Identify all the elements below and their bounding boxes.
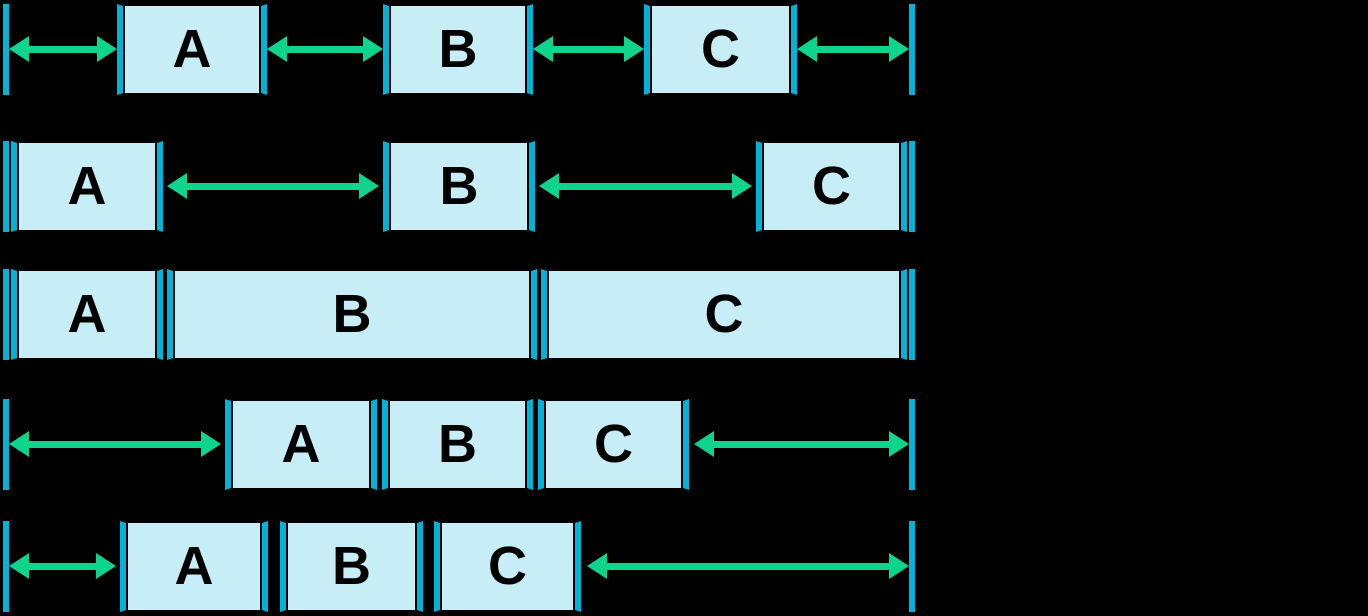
gap-arrow [797,36,909,62]
container-edge-right [909,269,915,360]
arrow-shaft [714,440,889,448]
box-label: B [332,535,371,596]
container-edge-left [3,141,9,232]
container-edge-left [3,269,9,360]
box-b: B [382,399,533,490]
box-label: A [281,413,321,474]
box-b: B [383,141,535,232]
gap-arrow [9,553,116,579]
box-label: B [438,18,478,79]
arrow-left-head-icon [167,173,187,199]
row-space-between: A B C [0,141,920,232]
arrow-shaft [29,45,97,53]
box-b: B [280,521,423,612]
box-c: C [756,141,907,232]
box-c: C [538,399,689,490]
box-label: B [439,155,479,216]
box-label: C [488,535,527,596]
arrow-left-head-icon [797,36,817,62]
arrow-left-head-icon [267,36,287,62]
box-a: A [11,141,163,232]
gap-arrow [694,431,909,457]
arrow-shaft [287,45,363,53]
gap-arrow [539,173,752,199]
gap-arrow [587,553,909,579]
box-a: A [117,4,267,95]
arrow-left-head-icon [9,36,29,62]
box-a: A [120,521,268,612]
container-edge-right [909,141,915,232]
row-stretch-fill: A B C [0,269,920,360]
box-label: A [67,283,107,344]
box-label: B [438,413,477,474]
arrow-right-head-icon [889,431,909,457]
arrow-right-head-icon [359,173,379,199]
row-centered-group: A B C [0,399,920,490]
container-edge-right [909,521,915,612]
box-b: B [167,269,537,360]
arrow-left-head-icon [587,553,607,579]
arrow-shaft [553,45,624,53]
arrow-right-head-icon [889,36,909,62]
box-label: B [332,283,372,344]
box-b: B [383,4,533,95]
arrow-left-head-icon [533,36,553,62]
box-label: A [174,535,214,596]
arrow-shaft [29,440,201,448]
arrow-left-head-icon [9,431,29,457]
container-edge-left [3,521,9,612]
arrow-right-head-icon [732,173,752,199]
box-label: C [812,155,851,216]
box-label: C [701,18,740,79]
gap-arrow [9,36,117,62]
gap-arrow [9,431,221,457]
arrow-shaft [187,182,359,190]
box-label: A [67,155,107,216]
box-a: A [11,269,163,360]
arrow-left-head-icon [9,553,29,579]
box-label: A [172,18,212,79]
arrow-left-head-icon [539,173,559,199]
container-edge-right [909,399,915,490]
box-a: A [225,399,377,490]
row-equal-gaps: A B C [0,4,920,95]
arrow-left-head-icon [694,431,714,457]
gap-arrow [167,173,379,199]
container-edge-left [3,399,9,490]
box-c: C [541,269,907,360]
gap-arrow [533,36,644,62]
container-edge-right [909,4,915,95]
box-label: C [594,413,633,474]
arrow-right-head-icon [889,553,909,579]
arrow-shaft [559,182,732,190]
arrow-right-head-icon [97,36,117,62]
row-start-group: A B C [0,521,920,612]
box-c: C [434,521,581,612]
container-edge-left [3,4,9,95]
gap-arrow [267,36,383,62]
arrow-right-head-icon [96,553,116,579]
arrow-right-head-icon [624,36,644,62]
box-label: C [704,283,744,344]
box-c: C [644,4,797,95]
arrow-right-head-icon [201,431,221,457]
arrow-shaft [29,562,96,570]
arrow-shaft [817,45,889,53]
arrow-shaft [607,562,889,570]
arrow-right-head-icon [363,36,383,62]
